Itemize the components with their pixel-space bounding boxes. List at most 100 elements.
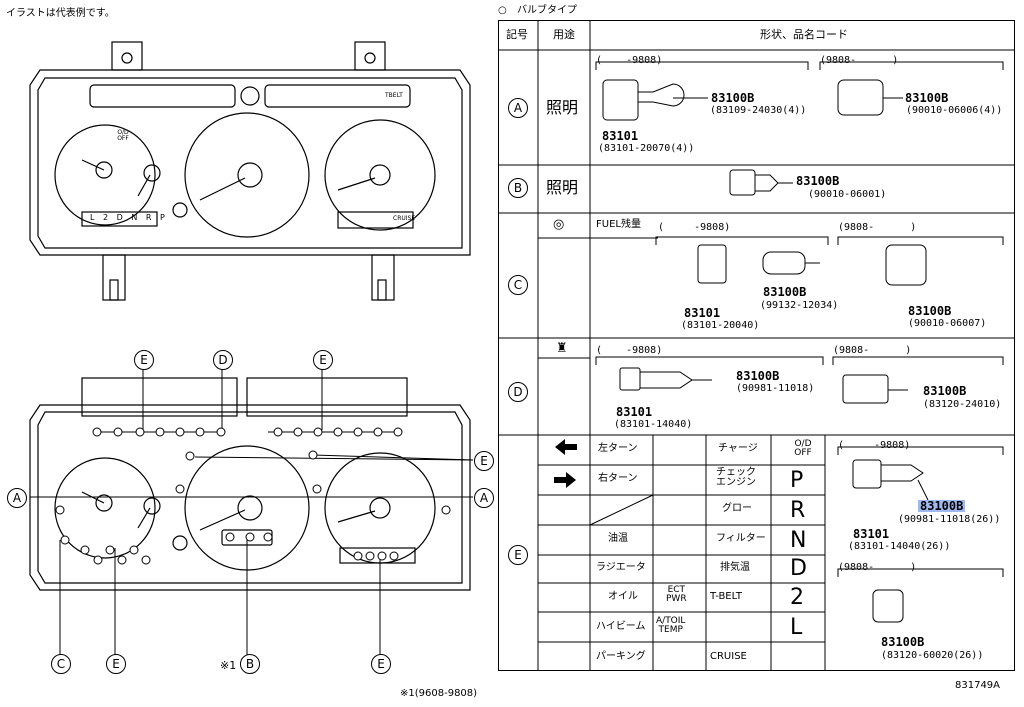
row-d-p2: 83101 [616, 405, 653, 419]
row-d-p3-code: (83120-24010) [923, 399, 1002, 410]
e-gear-p: P [790, 468, 804, 493]
row-a-p1: 83100B [711, 91, 755, 105]
header-symbol: 記号 [506, 28, 528, 41]
row-a-p3: 83100B [905, 91, 949, 105]
figure-code: 831749A [955, 680, 1001, 691]
e-check-engine: チェック エンジン [716, 467, 756, 488]
bulb-table: 記号 用途 形状、品名コード A 照明 ( -9808) (9808- ) 83… [498, 20, 1015, 671]
row-c-p2: 83100B [763, 285, 807, 299]
e-ect-pwr: ECT PWR [666, 585, 687, 604]
callout-d: D [213, 350, 233, 370]
upper-warning-strip-left [89, 84, 236, 108]
tachometer-gauge [54, 124, 156, 226]
callout-a-right: A [474, 488, 494, 508]
e-at-oil-temp: A/TOIL TEMP [656, 616, 686, 635]
e-oil-temp: 油温 [608, 533, 628, 544]
row-b-symbol: B [508, 178, 528, 198]
header-shape: 形状、品名コード [760, 28, 848, 41]
row-c-range2: (9808- ) [838, 222, 917, 233]
gear-indicator: L 2 D N R P [90, 213, 168, 222]
left-turn-icon [555, 439, 577, 455]
row-e-p1-code: (90981-11018(26)) [898, 514, 1001, 525]
row-d-range1: ( -9808) [596, 345, 663, 356]
e-gear-l: L [790, 615, 803, 640]
e-exhaust-temp: 排気温 [720, 562, 750, 573]
callout-a-left: A [7, 488, 27, 508]
callout-e-top-right: E [313, 350, 333, 370]
callout-e-bottom-right: E [371, 654, 391, 674]
row-e-p2-code: (83101-14040(26)) [848, 541, 951, 552]
odoff-label: O/D OFF [117, 129, 129, 142]
fuel-temp-gauge [324, 119, 436, 231]
row-c-p2-code: (99132-12034) [760, 300, 839, 311]
row-a-p1-code: (83109-24030(4)) [710, 105, 807, 116]
row-c-p3: 83100B [908, 304, 952, 318]
cluster-illustration [29, 41, 474, 658]
e-parking: パーキング [596, 651, 646, 662]
row-e-p2: 83101 [853, 527, 890, 541]
tbelt-label: TBELT [385, 92, 403, 99]
table-grid [498, 20, 1015, 671]
header-use: 用途 [553, 28, 575, 41]
fuel-warning-icon: ◎ [553, 217, 565, 232]
cruise-label: CRUISE [393, 215, 416, 222]
upper-warning-strip-right [264, 84, 411, 108]
callout-e-bottom-left: E [106, 654, 126, 674]
lower-cluster-outline [29, 404, 471, 591]
row-a-p2: 83101 [602, 129, 639, 143]
row-c-p1: 83101 [684, 306, 721, 320]
e-gear-r: R [790, 498, 806, 523]
e-tbelt: T-BELT [710, 591, 742, 602]
row-d-p3: 83100B [923, 384, 967, 398]
e-gear-d: D [790, 556, 807, 581]
e-gear-2: 2 [790, 585, 804, 610]
table-caption: バルブタイプ [517, 5, 577, 16]
callout-e-right: E [474, 451, 494, 471]
row-c-p1-code: (83101-20040) [681, 320, 760, 331]
e-charge: チャージ [718, 443, 758, 454]
caption-bullet: ○ [498, 5, 507, 16]
row-c-use: FUEL残量 [596, 219, 641, 230]
row-e-range2: (9808- ) [838, 562, 917, 573]
e-oil: オイル [608, 591, 638, 602]
e-gear-n: N [790, 528, 807, 553]
row-d-symbol: D [508, 382, 528, 402]
e-high-beam: ハイビーム [596, 621, 646, 632]
seatbelt-icon: ♜ [556, 341, 568, 356]
row-d-p1: 83100B [736, 369, 780, 383]
row-a-p2-code: (83101-20070(4)) [598, 143, 695, 154]
callout-e-top-left: E [134, 350, 154, 370]
e-cruise: CRUISE [710, 651, 747, 662]
row-d-p2-code: (83101-14040) [614, 419, 693, 430]
row-a-use: 照明 [546, 98, 579, 117]
row-e-symbol: E [508, 545, 528, 565]
row-e-p3: 83100B [881, 635, 925, 649]
representative-note: イラストは代表例です。 [6, 8, 115, 19]
row-d-p1-code: (90981-11018) [736, 383, 815, 394]
row-c-range1: ( -9808) [658, 222, 731, 233]
footnote: ※1(9608-9808) [400, 688, 478, 699]
callout-b: B [240, 654, 260, 674]
e-radiator: ラジエータ [596, 562, 646, 573]
row-e-p3-code: (83120-60020(26)) [881, 650, 984, 661]
row-b-p1: 83100B [796, 174, 840, 188]
e-glow: グロー [722, 503, 752, 514]
row-a-range2: (9808- ) [820, 55, 899, 66]
row-c-symbol: C [508, 275, 528, 295]
row-b-p1-code: (90010-06001) [808, 189, 887, 200]
footnote-mark: ※1 [220, 659, 237, 672]
e-filter: フィルター [716, 533, 766, 544]
upper-cluster-outline [29, 69, 471, 256]
speedometer-gauge [184, 112, 310, 238]
right-turn-icon [554, 472, 576, 488]
row-b-use: 照明 [546, 178, 579, 197]
row-e-p1: 83100B [918, 499, 966, 513]
row-a-p3-code: (90010-06006(4)) [906, 105, 1003, 116]
callout-c: C [51, 654, 71, 674]
e-right-turn: 右ターン [598, 473, 638, 484]
row-a-symbol: A [508, 98, 528, 118]
row-c-p3-code: (90010-06007) [908, 318, 987, 329]
row-a-range1: ( -9808) [596, 55, 663, 66]
e-left-turn: 左ターン [598, 443, 638, 454]
row-d-range2: (9808- ) [833, 345, 912, 356]
